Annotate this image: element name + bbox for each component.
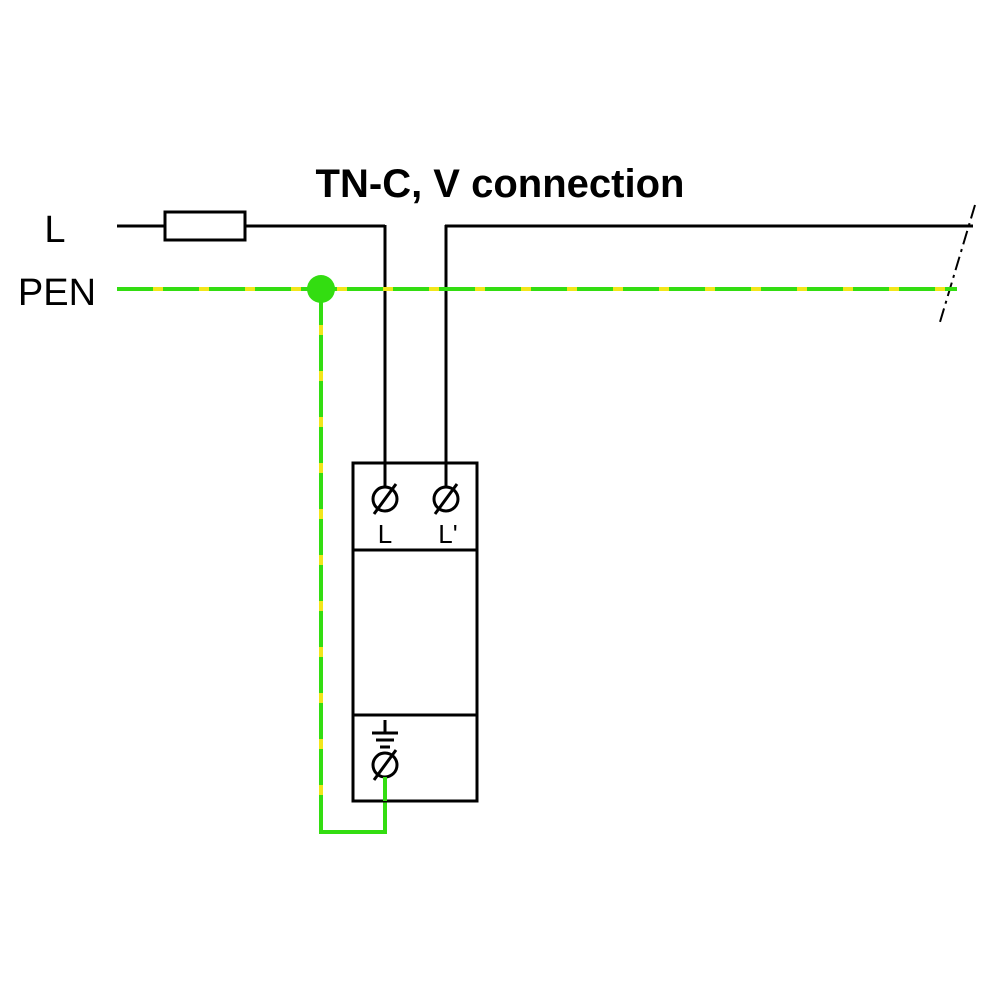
- device-body: [351, 461, 479, 803]
- pen-junction-dot: [307, 275, 335, 303]
- line-conductor-label: L: [44, 209, 65, 251]
- pen-conductor: [117, 287, 957, 834]
- line-conductor: [117, 224, 973, 484]
- diagram-title: TN-C, V connection: [316, 162, 685, 206]
- pen-conductor-label: PEN: [18, 272, 96, 314]
- fuse-icon: [163, 210, 247, 242]
- break-mark: [939, 204, 976, 323]
- terminal-l-label: L: [378, 519, 392, 549]
- terminal-l-prime-label: L': [438, 519, 457, 549]
- earth-ground-icon: [372, 720, 398, 749]
- surge-protective-device: L L': [351, 461, 479, 803]
